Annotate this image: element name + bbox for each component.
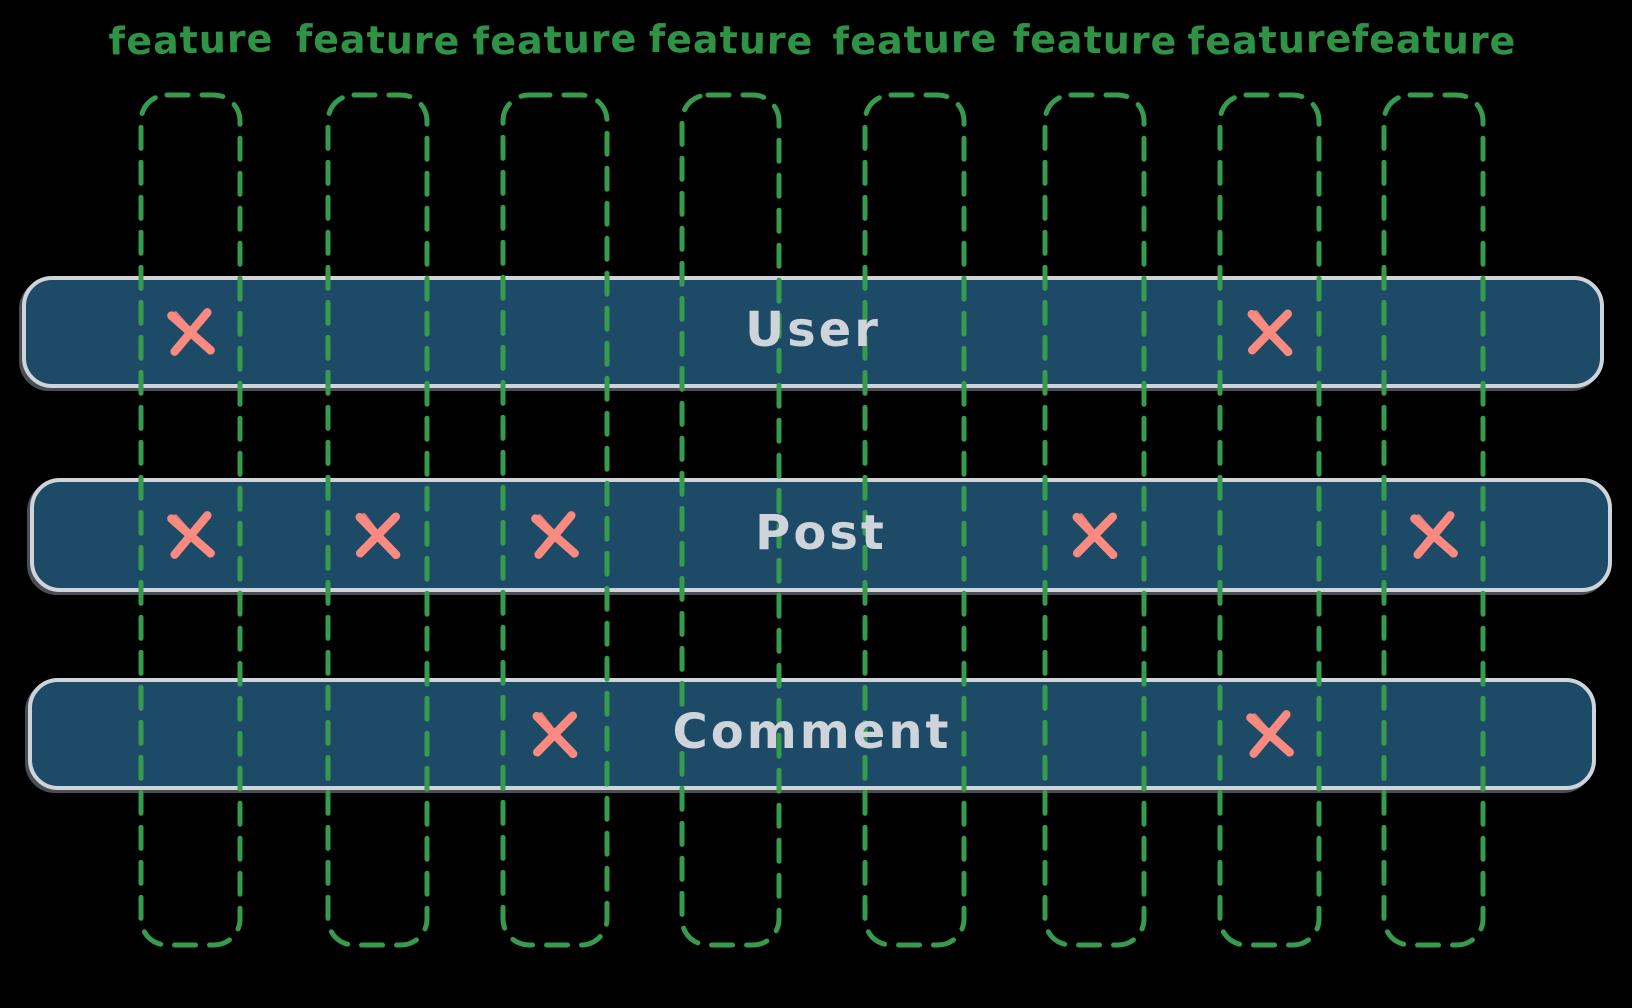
entity-bar-post [30, 478, 1612, 592]
x-mark-comment-feature7 [1245, 710, 1294, 758]
entity-bar-user [22, 276, 1604, 388]
feature-column-label-3: feature [472, 16, 638, 64]
feature-column-label-5: feature [831, 16, 998, 64]
feature-column-4 [679, 92, 782, 948]
feature-column-1 [138, 92, 243, 948]
entity-label-comment: Comment [672, 703, 952, 760]
feature-column-label-6: feature [1011, 16, 1178, 64]
feature-column-6 [1042, 92, 1147, 948]
feature-column-label-4: feature [647, 16, 814, 64]
entity-label-post: Post [755, 504, 887, 561]
x-mark-post-feature3 [531, 511, 579, 559]
entity-bar-comment [28, 678, 1596, 790]
x-mark-comment-feature3 [532, 711, 578, 759]
feature-column-label-8: feature [1350, 16, 1517, 64]
feature-column-5 [862, 92, 967, 948]
x-mark-post-feature1 [166, 511, 215, 559]
feature-column-7 [1217, 92, 1322, 948]
feature-column-8 [1381, 92, 1486, 948]
feature-column-3 [500, 92, 610, 948]
x-mark-post-feature2 [355, 512, 400, 560]
x-mark-user-feature1 [166, 308, 215, 356]
feature-column-label-1: feature [107, 16, 274, 64]
entity-label-user: User [745, 301, 881, 358]
x-mark-user-feature7 [1247, 309, 1292, 357]
feature-column-label-2: feature [294, 16, 461, 64]
x-mark-post-feature8 [1409, 511, 1458, 559]
feature-column-2 [325, 92, 430, 948]
x-mark-post-feature6 [1072, 512, 1117, 560]
